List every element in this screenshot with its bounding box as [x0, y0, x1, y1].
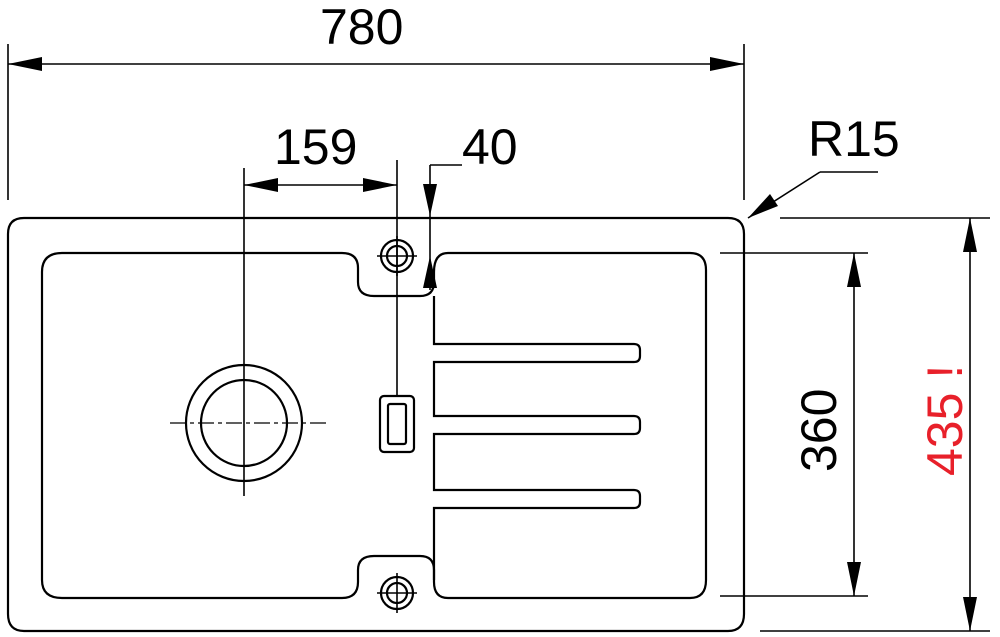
tap-hole-top [377, 236, 417, 276]
corner-radius-label: R15 [808, 111, 900, 167]
bowl-offset-label: 159 [274, 119, 357, 175]
dimension-overall-width: 780 [7, 0, 745, 200]
gap-label: 40 [462, 119, 518, 175]
dimension-corner-radius: R15 [747, 111, 900, 219]
sink-drainer [432, 251, 708, 600]
dimension-gap: 40 [423, 119, 518, 290]
dimension-bowl-offset: 159 [243, 119, 398, 496]
waste-outlet [170, 363, 326, 483]
bowl-depth-label: 360 [791, 389, 847, 472]
dimension-overall-depth: 435 ! [760, 217, 990, 632]
overflow-slot [378, 394, 416, 454]
sink-bowl [40, 251, 449, 600]
tap-hole-bottom [377, 573, 417, 613]
sink-outline [6, 216, 746, 633]
overall-width-label: 780 [320, 0, 403, 55]
overall-depth-label: 435 ! [917, 365, 973, 476]
dimension-bowl-depth: 360 [720, 252, 868, 597]
